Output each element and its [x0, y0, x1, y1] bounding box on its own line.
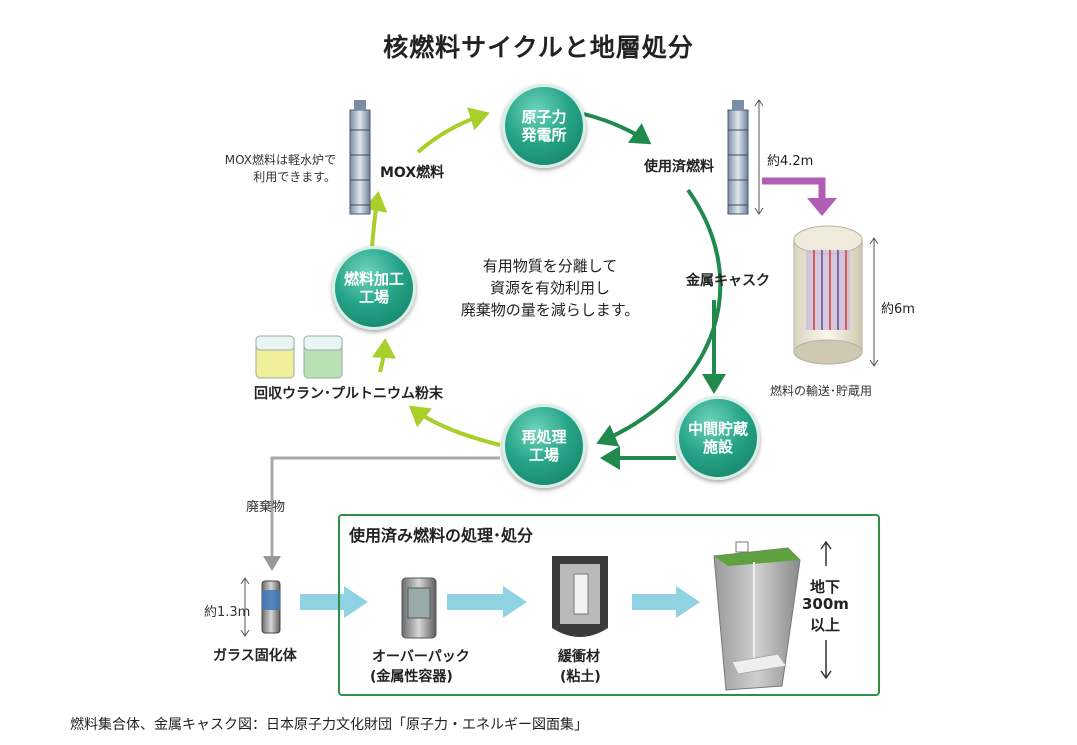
credit-line: 燃料集合体、金属キャスク図：日本原子力文化財団「原子力・エネルギー図面集」 [70, 717, 588, 733]
buffer-icon [552, 556, 608, 637]
overpack-icon [401, 577, 437, 639]
node-fuel-fabrication: 燃料加工 工場 [332, 246, 416, 330]
arrow-waste [263, 456, 500, 571]
spent-fuel-label: 使用済燃料 [644, 159, 714, 175]
glass-canister-icon [261, 580, 281, 634]
metal-cask-label: 金属キャスク [686, 273, 770, 289]
page-title: 核燃料サイクルと地層処分 [383, 33, 694, 62]
buffer-sub: (粘土) [560, 669, 601, 685]
height-6m: 約6m [881, 302, 915, 317]
arrow-mox-to-plant [416, 107, 490, 154]
arrow-purple-to-cask [762, 177, 826, 200]
plutonium-beaker-icon [303, 335, 343, 379]
glass-label: ガラス固化体 [213, 648, 297, 664]
waste-label: 廃棄物 [246, 500, 286, 515]
length-1-3m: 約1.3m [204, 605, 251, 620]
mox-fuel-label: MOX燃料 [380, 165, 445, 181]
overpack-label: オーバーパック [372, 649, 470, 665]
depth-line3: 以上 [810, 616, 841, 634]
node-reprocessing: 再処理 工場 [502, 404, 586, 488]
powder-label: 回収ウラン･プルトニウム粉末 [254, 386, 443, 402]
depth-line1: 地下 [810, 578, 841, 596]
depth-line2: 300m [802, 595, 849, 613]
disposal-arrows [300, 586, 700, 618]
cask-caption: 燃料の輸送･貯蔵用 [770, 384, 873, 398]
mox-note: MOX燃料は軽水炉で 利用できます。 [224, 153, 336, 184]
arrow-plant-to-spent [583, 112, 652, 145]
node-interim-storage: 中間貯蔵 施設 [676, 396, 760, 480]
disposal-panel [338, 514, 880, 696]
center-description: 有用物質を分離して 資源を有効利用し 廃棄物の量を減らします。 [460, 257, 640, 319]
overpack-sub: (金属性容器) [370, 669, 453, 685]
arrow-powder-to-fabrication [372, 338, 396, 373]
mox-fuel-assembly-icon [349, 100, 371, 215]
uranium-beaker-icon [255, 335, 295, 379]
arrow-fabrication-to-mox [363, 191, 388, 249]
buffer-label: 緩衝材 [558, 649, 600, 665]
disposal-title: 使用済み燃料の処理･処分 [349, 526, 534, 545]
arrow-reprocessing-to-powder [408, 405, 501, 447]
metal-cask-icon [793, 225, 863, 365]
length-4-2m: 約4.2m [767, 154, 814, 169]
spent-fuel-assembly-icon [727, 100, 749, 215]
node-power-plant: 原子力 発電所 [502, 84, 586, 168]
underground-repository-icon [713, 541, 801, 691]
